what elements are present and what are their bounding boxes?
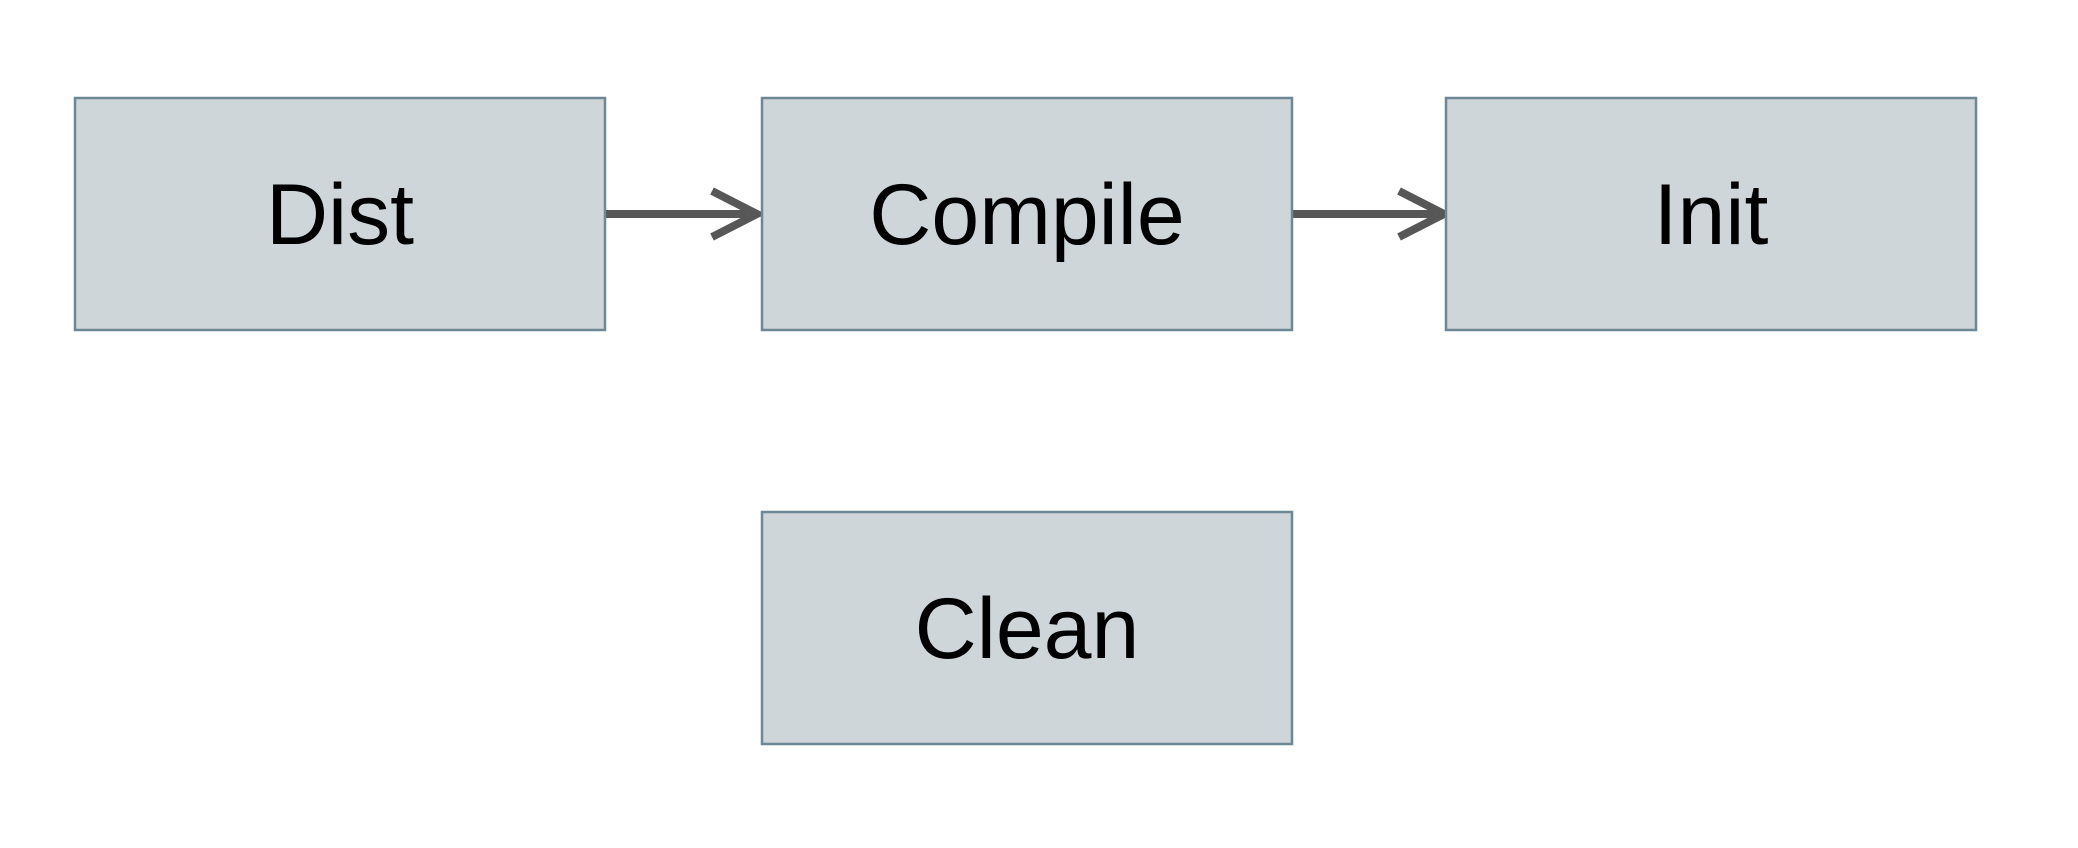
node-init-label: Init <box>1654 167 1769 263</box>
node-dist-shape[interactable] <box>73 96 607 332</box>
node-dist-label: Dist <box>266 167 414 263</box>
node-clean-label: Clean <box>915 581 1140 677</box>
arrowhead-icon <box>1397 187 1453 241</box>
node-compile-label: Compile <box>869 167 1184 263</box>
node-clean-shape[interactable] <box>760 510 1294 746</box>
node-init[interactable]: Init <box>1444 96 1978 332</box>
node-init-shape[interactable] <box>1444 96 1978 332</box>
node-clean[interactable]: Clean <box>760 510 1294 746</box>
node-dist[interactable]: Dist <box>73 96 607 332</box>
arrowhead-icon <box>710 187 766 241</box>
edge-compile-to-init[interactable] <box>1292 187 1453 241</box>
edge-dist-to-compile[interactable] <box>605 187 766 241</box>
node-compile[interactable]: Compile <box>760 96 1294 332</box>
node-compile-shape[interactable] <box>760 96 1294 332</box>
